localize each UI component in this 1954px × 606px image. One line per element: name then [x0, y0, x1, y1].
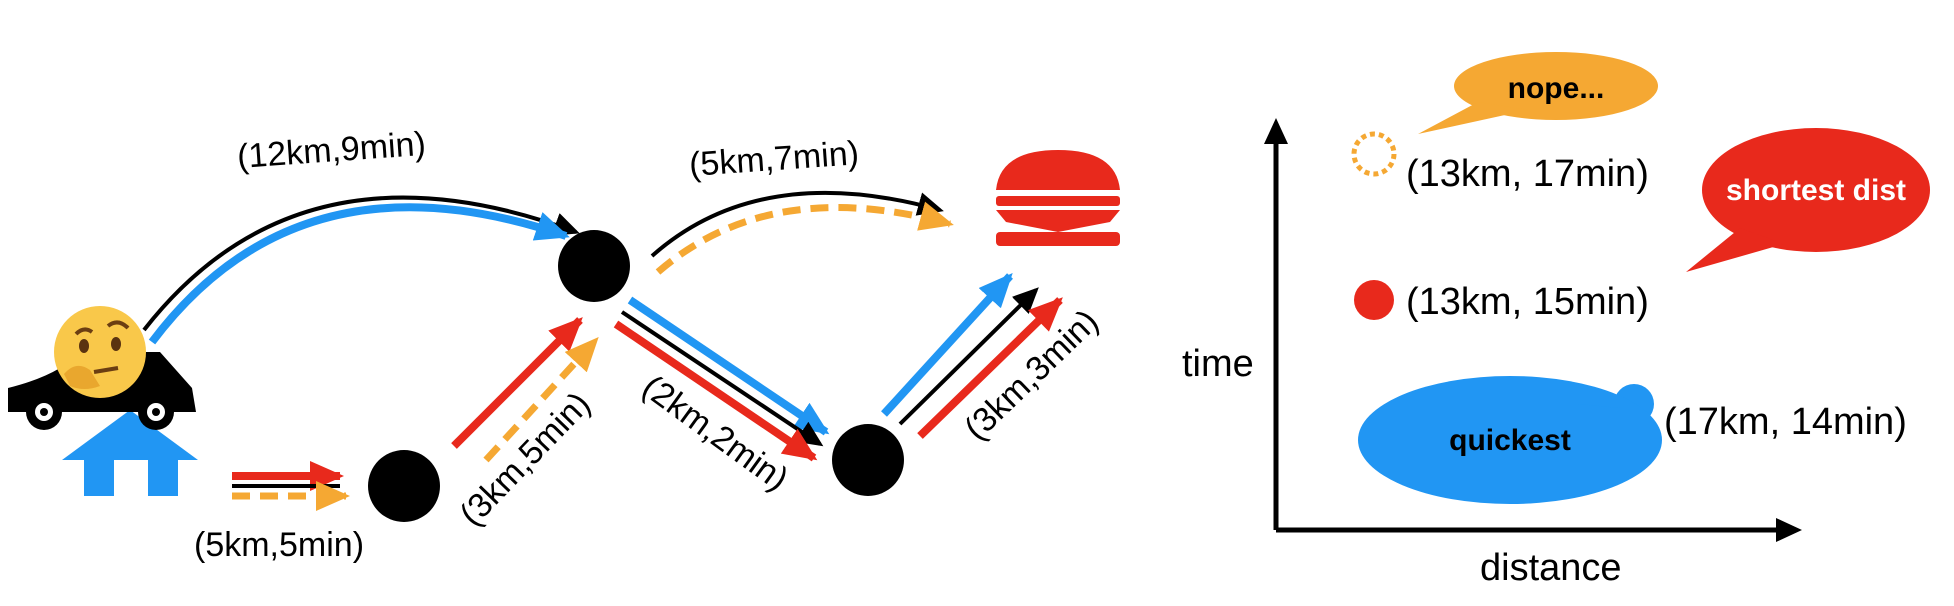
point-label-orange: (13km, 17min) — [1406, 153, 1649, 195]
edge-node1-to-node2 — [451, 317, 599, 463]
bubble-nope: nope... — [1418, 52, 1658, 134]
bubble-quickest: quickest — [1358, 376, 1662, 504]
point-orange — [1351, 131, 1397, 177]
bubble-label-nope: nope... — [1508, 72, 1605, 105]
edge-label-node2-to-burger: (5km,7min) — [688, 134, 860, 184]
node-3 — [832, 424, 904, 496]
edge-node3-to-burger — [881, 273, 1063, 439]
node-2 — [558, 230, 630, 302]
car-house-thinking-icon — [8, 306, 198, 496]
edge-home-to-node1 — [232, 461, 350, 511]
y-axis-label: time — [1182, 343, 1254, 385]
edge-label-home-to-node1: (5km,5min) — [194, 526, 364, 564]
point-label-blue: (17km, 14min) — [1664, 401, 1907, 443]
edge-node2-to-node3 — [613, 296, 830, 462]
node-1 — [368, 450, 440, 522]
bubble-label-quickest: quickest — [1449, 424, 1571, 457]
bubble-label-shortest-dist: shortest dist — [1726, 174, 1906, 207]
plot-axes — [1264, 118, 1802, 542]
house-icon — [62, 410, 198, 496]
bubble-shortest-dist: shortest dist — [1686, 128, 1930, 272]
edge-label-home-to-node2: (12km,9min) — [236, 125, 427, 176]
burger-icon — [996, 150, 1120, 246]
thinking-face-icon — [54, 306, 146, 398]
point-label-red: (13km, 15min) — [1406, 281, 1649, 323]
edge-label-node1-to-node2: (3km,5min) — [452, 385, 597, 534]
x-axis-label: distance — [1480, 547, 1622, 589]
edge-node2-to-burger — [650, 190, 954, 275]
edge-home-to-node2 — [142, 195, 580, 345]
point-red — [1354, 280, 1394, 320]
